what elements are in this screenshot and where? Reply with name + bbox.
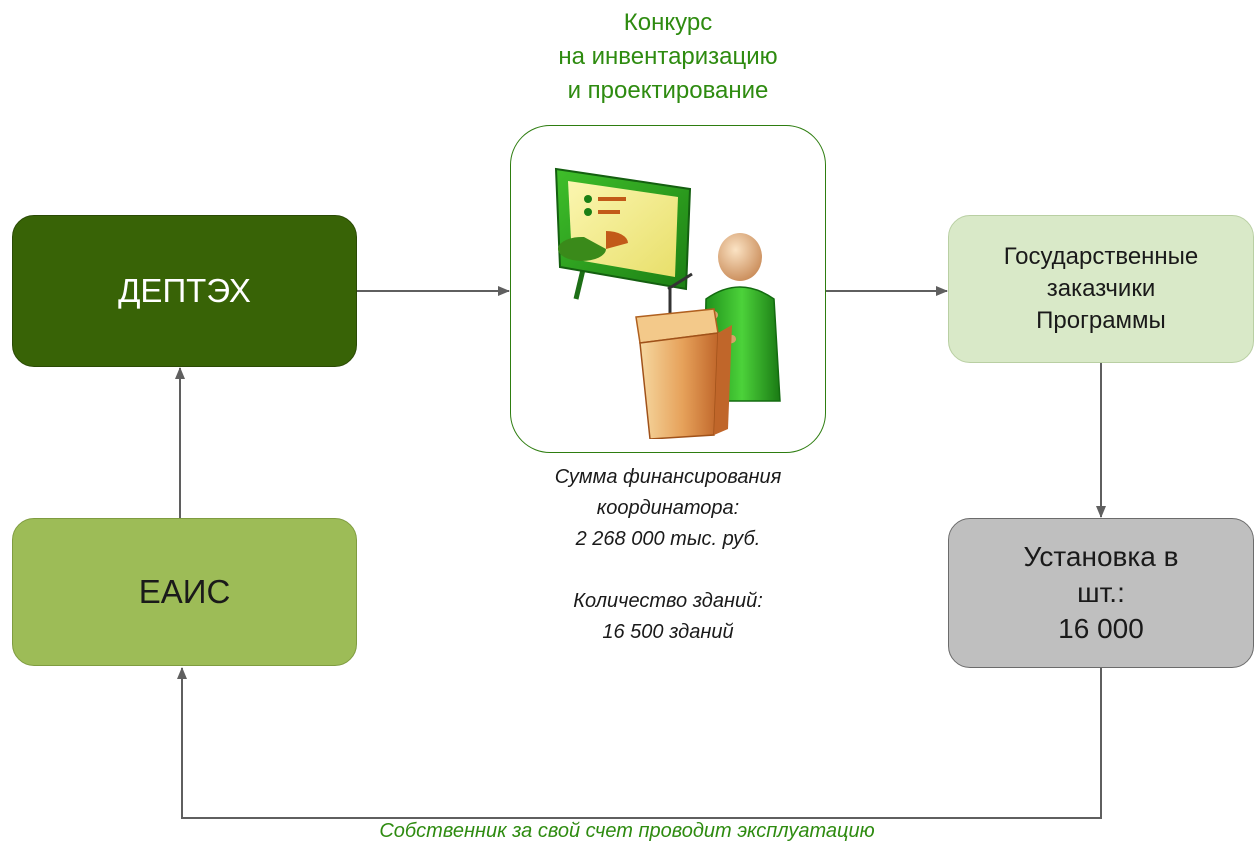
buildings-value: 16 500 зданий xyxy=(602,621,734,643)
installation-count: 16 000 xyxy=(1058,613,1144,644)
customers-label-line: заказчики xyxy=(1046,275,1156,302)
customers-label-line: Государственные xyxy=(1003,243,1199,270)
customers-box: Государственные заказчики Программы xyxy=(948,215,1254,363)
contest-title-line: Конкурс xyxy=(623,9,713,36)
arrow-install-to-eais xyxy=(177,667,1102,819)
eais-label: ЕАИС xyxy=(138,573,231,610)
contest-title-line: на инвентаризацию xyxy=(558,43,778,70)
contest-title-line: и проектирование xyxy=(567,77,769,104)
presenter-at-podium-icon xyxy=(554,167,781,439)
footer-note: Собственник за свой счет проводит эксплу… xyxy=(379,820,875,842)
installation-box: Установка в шт.: 16 000 xyxy=(948,518,1254,668)
installation-label-line: шт.: xyxy=(1077,577,1125,608)
deptex-box: ДЕПТЭХ xyxy=(12,215,357,367)
contest-title: Конкурс на инвентаризацию и проектирован… xyxy=(510,6,826,108)
installation-label-line: Установка в xyxy=(1023,541,1179,572)
customers-label-line: Программы xyxy=(1036,307,1166,334)
eais-box: ЕАИС xyxy=(12,518,357,666)
spacer xyxy=(470,555,866,586)
contest-box xyxy=(510,125,826,453)
funding-value: 2 268 000 тыс. руб. xyxy=(575,528,761,550)
funding-stats: Сумма финансирования координатора: 2 268… xyxy=(470,462,866,648)
funding-label: Сумма финансирования xyxy=(554,466,782,488)
funding-label: координатора: xyxy=(596,497,740,519)
buildings-label: Количество зданий: xyxy=(573,590,763,612)
deptex-label: ДЕПТЭХ xyxy=(118,272,251,309)
